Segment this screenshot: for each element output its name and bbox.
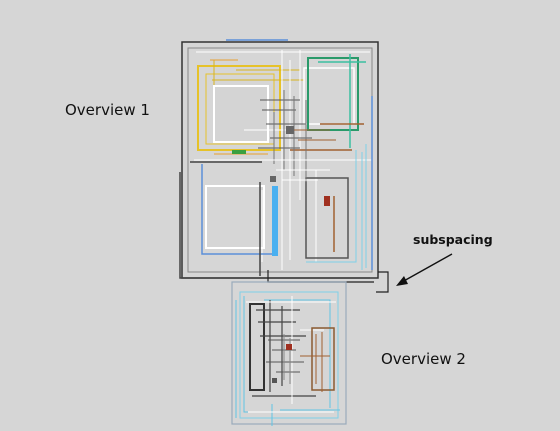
white-cell-top-left	[213, 85, 269, 143]
overview-2-cyan-traces	[235, 296, 340, 426]
green-trace-block	[307, 57, 359, 131]
overview-2-boundary	[231, 281, 347, 425]
overview-1-layout-block	[179, 39, 379, 279]
overview-2-brown-traces	[300, 332, 330, 392]
subspacing-arrow-line	[401, 253, 453, 283]
dark-cell-right	[305, 177, 349, 259]
white-cell-bottom-left	[205, 185, 265, 249]
subspacing-arrowhead	[396, 276, 408, 286]
subspacing-bracket	[267, 270, 389, 293]
teal-trace	[318, 54, 366, 148]
subspacing-label: subspacing	[413, 232, 493, 247]
overview-2-dark-block	[249, 303, 265, 391]
dark-trace	[179, 161, 370, 279]
cyan-vertical-trace	[272, 186, 278, 256]
yellow-trace-2	[205, 73, 275, 145]
overview-2-routing-cluster	[266, 334, 304, 384]
overview-2-white-traces	[246, 296, 336, 413]
blue-trace	[201, 39, 373, 270]
cyan-trace-right	[306, 144, 367, 270]
overview-2-label: Overview 2	[381, 350, 466, 368]
green-pad	[232, 150, 246, 154]
white-cell-top-right	[303, 67, 355, 125]
brown-trace	[290, 123, 364, 252]
overview-2-dark-traces	[252, 300, 316, 397]
overview-2-layout-block	[231, 281, 347, 426]
overview-2-brown-block	[311, 327, 335, 391]
overview-2-inner-frame	[239, 291, 339, 419]
subspacing-connector	[267, 253, 453, 293]
overview-1-label: Overview 1	[65, 101, 150, 119]
central-routing-cluster	[258, 90, 340, 206]
